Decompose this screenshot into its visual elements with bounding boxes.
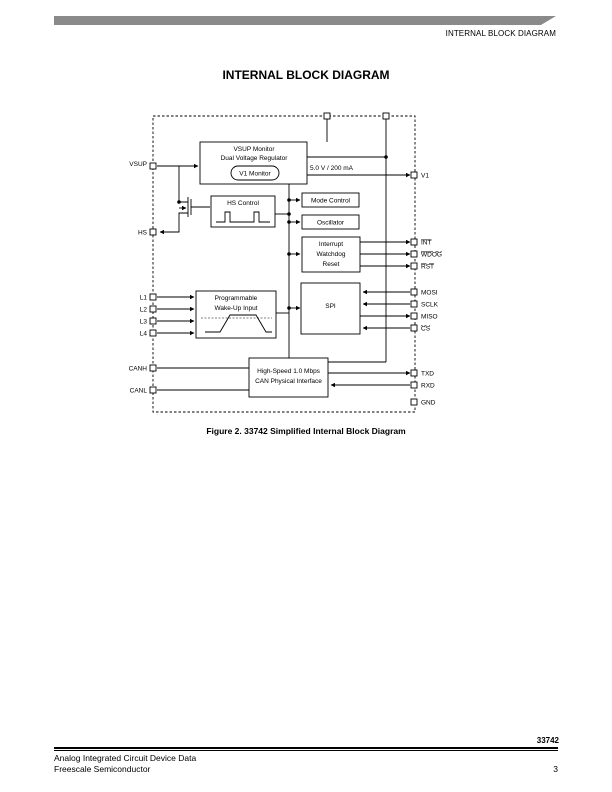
figure-caption: Figure 2. 33742 Simplified Internal Bloc… xyxy=(206,426,406,436)
hs-control-label: HS Control xyxy=(227,200,259,207)
pin-gnd xyxy=(410,398,418,406)
pin-label-vsup: VSUP xyxy=(129,161,147,168)
oscillator-label: Oscillator xyxy=(317,220,345,227)
pin-canh xyxy=(149,364,157,372)
pin-label-txd: TXD xyxy=(421,371,434,378)
oscillator-block xyxy=(301,214,360,230)
pin-hs xyxy=(149,228,157,236)
interrupt-line3: Reset xyxy=(323,261,340,268)
vsup-monitor-line1: VSUP Monitor xyxy=(233,146,275,153)
footer-device-data: Analog Integrated Circuit Device Data xyxy=(54,753,197,763)
pin-label-mosi: MOSI xyxy=(421,290,438,297)
hs-pulse-waveform xyxy=(216,211,270,223)
can-line1: High-Speed 1.0 Mbps xyxy=(257,368,321,375)
pin-label-l1: L1 xyxy=(140,295,148,302)
pin-v1 xyxy=(410,171,418,179)
pin-rst xyxy=(410,262,418,270)
pin-label-l2: L2 xyxy=(140,307,148,314)
page-title: INTERNAL BLOCK DIAGRAM xyxy=(222,68,390,82)
page-number: 3 xyxy=(553,764,558,774)
pin-top-a xyxy=(323,112,331,120)
header-bar xyxy=(54,16,556,25)
pin-label-rst: RST xyxy=(421,264,434,271)
pin-txd xyxy=(410,369,418,377)
pin-label-l4: L4 xyxy=(140,331,148,338)
mode-control-block xyxy=(301,192,360,208)
pin-l2 xyxy=(149,305,157,313)
pin-label-cs: CS xyxy=(421,326,431,333)
footer-company: Freescale Semiconductor xyxy=(54,764,151,774)
footer-rule-thin xyxy=(54,750,558,751)
interrupt-watchdog-block xyxy=(301,236,361,273)
pin-label-l3: L3 xyxy=(140,319,148,326)
wakeup-input-block xyxy=(195,290,277,339)
pin-label-hs: HS xyxy=(138,230,148,237)
interrupt-line2: Watchdog xyxy=(316,251,345,258)
pin-top-b xyxy=(382,112,390,120)
wakeup-waveform xyxy=(205,314,272,333)
pin-label-int: INT xyxy=(421,240,432,247)
vsup-monitor-line2: Dual Voltage Regulator xyxy=(221,155,289,162)
pin-label-canl: CANL xyxy=(130,388,148,395)
pin-label-sclk: SCLK xyxy=(421,302,439,309)
pin-mosi xyxy=(410,288,418,296)
pin-label-miso: MISO xyxy=(421,314,438,321)
footer-rule xyxy=(54,747,558,749)
wakeup-line1: Programmable xyxy=(215,295,258,302)
pin-l1 xyxy=(149,293,157,301)
pin-label-rxd: RXD xyxy=(421,383,435,390)
pin-label-wdog: WDOG xyxy=(421,252,442,259)
can-line2: CAN Physical Interface xyxy=(255,378,322,385)
pin-cs xyxy=(410,324,418,332)
pin-wdog xyxy=(410,250,418,258)
wakeup-line2: Wake-Up Input xyxy=(214,305,257,312)
pin-miso xyxy=(410,312,418,320)
regulator-rating: 5.0 V / 200 mA xyxy=(310,165,354,172)
v1-monitor-label: V1 Monitor xyxy=(239,171,271,178)
pin-vsup xyxy=(149,162,157,170)
pin-label-v1: V1 xyxy=(421,173,429,180)
mode-control-label: Mode Control xyxy=(311,198,351,205)
pin-label-canh: CANH xyxy=(129,366,148,373)
section-label: INTERNAL BLOCK DIAGRAM xyxy=(445,29,556,38)
pin-rxd xyxy=(410,381,418,389)
pin-label-gnd: GND xyxy=(421,400,436,407)
pin-l4 xyxy=(149,329,157,337)
v1-monitor-block xyxy=(230,165,280,181)
spi-block xyxy=(300,282,361,335)
footer-part-number: 33742 xyxy=(536,736,559,745)
interrupt-line1: Interrupt xyxy=(319,241,343,248)
pin-int xyxy=(410,238,418,246)
spi-label: SPI xyxy=(325,303,336,310)
pin-sclk xyxy=(410,300,418,308)
pin-l3 xyxy=(149,317,157,325)
pin-canl xyxy=(149,386,157,394)
can-interface-block xyxy=(248,357,329,398)
